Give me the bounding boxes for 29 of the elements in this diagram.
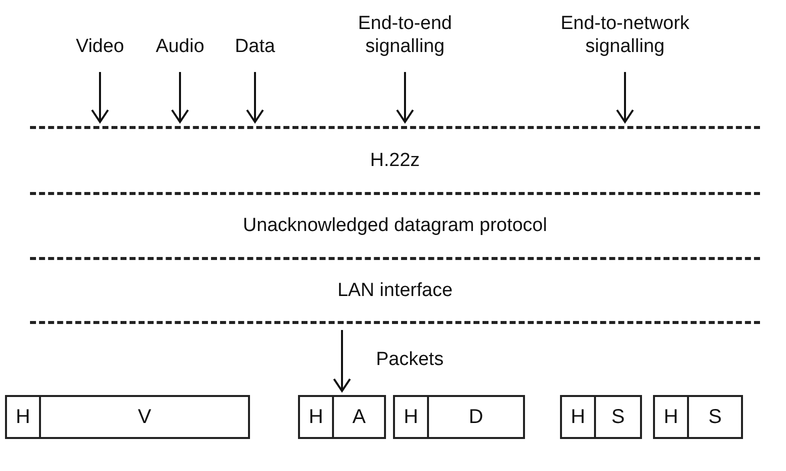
arrow [616,72,634,123]
protocol-layer: Unacknowledged datagram protocol [30,192,760,257]
input-label: End-to-network signalling [530,12,720,58]
header-field: H [395,397,429,437]
input-label: End-to-end signalling [345,12,465,58]
header-field: H [7,397,41,437]
payload-field: D [429,397,523,437]
payload-field: V [41,397,248,437]
protocol-layer: H.22z [30,126,760,192]
arrow [246,72,264,123]
packet-box [393,395,525,439]
packet-box [560,395,642,439]
payload-field: S [689,397,741,437]
payload-field: A [334,397,384,437]
header-field: H [300,397,334,437]
header-field: H [562,397,596,437]
packet-box [298,395,386,439]
input-label: Video [60,35,140,58]
packet-box [653,395,743,439]
header-field: H [655,397,689,437]
arrow [333,330,351,392]
input-label: Data [220,35,290,58]
arrow [171,72,189,123]
arrow [91,72,109,123]
arrow [396,72,414,123]
packet-box [5,395,250,439]
protocol-layer: LAN interface [30,257,760,324]
payload-field: S [596,397,640,437]
input-label: Audio [140,35,220,58]
